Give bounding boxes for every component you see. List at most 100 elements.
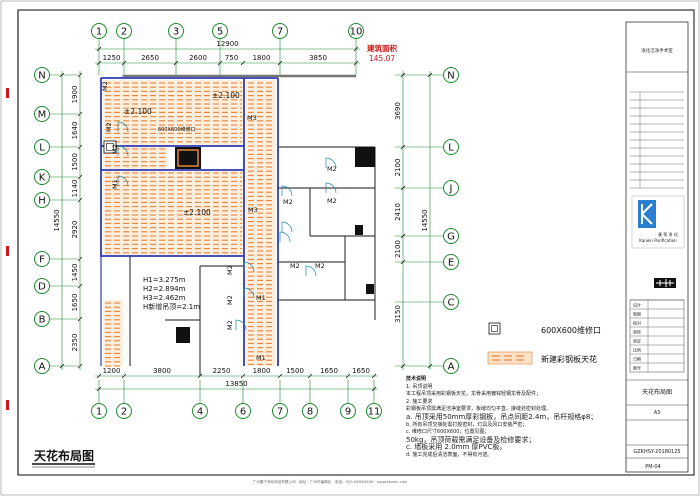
dimension-label: 3150 xyxy=(394,305,402,323)
notes-line: 50kg，吊顶荷载需满足设备及检修要求； xyxy=(406,435,536,444)
title-block-row-label: 设计 xyxy=(633,302,641,308)
door-tag-m2: M2 xyxy=(327,165,337,173)
grid-bottom-1: 1 xyxy=(91,403,107,419)
grid-left-F: F xyxy=(34,251,50,267)
grid-bottom-4-label: 4 xyxy=(197,407,203,418)
dimension-label: 3850 xyxy=(309,54,327,62)
title-block-row-label: 制图 xyxy=(633,311,641,317)
grid-right-G: G xyxy=(443,228,459,244)
legend: 600X600维修口 新建彩钢板天花 xyxy=(487,322,601,365)
door-tag-m1: M1 xyxy=(111,179,119,189)
grid-left-D: D xyxy=(34,278,50,294)
steel-ceiling-icon xyxy=(487,351,533,365)
legend-steel-label: 新建彩钢板天花 xyxy=(541,354,597,364)
ceiling-level-3: ±2.100 xyxy=(183,208,211,217)
dimension-label: 2100 xyxy=(394,240,402,258)
door-tag-m2: M2 xyxy=(226,265,234,275)
dimension-label: 2100 xyxy=(394,159,402,177)
title-block-company: 净化洁净手术室 xyxy=(641,47,673,54)
grid-top-2-label: 2 xyxy=(121,27,127,38)
grid-left-N: N xyxy=(34,67,50,83)
dimension-label: 1650 xyxy=(352,367,370,375)
ceiling-level-1: ±2.100 xyxy=(212,91,240,100)
ceiling-level-2: ±2.100 xyxy=(124,107,152,116)
grid-top-1-label: 1 xyxy=(96,27,102,38)
seal-stamp xyxy=(654,278,676,288)
dimension-label: 1800 xyxy=(253,367,271,375)
door-tag-m2: M2 xyxy=(283,198,293,206)
door-tag-m2: M2 xyxy=(290,262,300,270)
walls xyxy=(100,74,376,376)
title-block-row-label: 比例 xyxy=(633,347,641,353)
door-tag-m2: M2 xyxy=(111,144,119,154)
door-tag-m2: M2 xyxy=(105,122,113,132)
height-h3: H3=2.462m xyxy=(143,294,186,302)
grid-left-D-label: D xyxy=(38,282,46,293)
grid-left-H: H xyxy=(34,192,50,208)
door-tag-m2: M2 xyxy=(226,320,234,330)
dimension-label: 3800 xyxy=(153,367,171,375)
door-tag-m2: M2 xyxy=(315,262,325,270)
footer-text: 广州康宁净化科技有限公司 · 地址：广州市番禺区 · 电话：020-XXXXXX… xyxy=(253,479,408,484)
door-tag-m1: M1 xyxy=(256,294,266,302)
grid-right-L-label: L xyxy=(448,143,454,154)
dimension-label: 1650 xyxy=(320,367,338,375)
door-tag-m3: M3 xyxy=(247,114,257,122)
dimension-label: 14550 xyxy=(421,209,429,231)
dimension-label: 1450 xyxy=(71,264,79,282)
dimension-label: 1250 xyxy=(103,54,121,62)
notes-line: c. 维修口尺寸600X600，位置见图； xyxy=(406,429,490,436)
grid-bottom-7: 7 xyxy=(272,403,288,419)
grid-top-1: 1 xyxy=(91,23,107,39)
grid-bottom-11: 11 xyxy=(366,403,382,419)
height-h2: H2=2.894m xyxy=(143,285,186,293)
grid-right-C-label: C xyxy=(448,298,455,309)
dimension-label: 1900 xyxy=(71,86,79,104)
grid-left-M-label: M xyxy=(38,110,47,121)
logo-cn-text: 康 蒂 净 化 xyxy=(658,231,678,237)
height-notes: H1=3.275m H2=2.894m H3=2.462m H新增吊顶=2.1m xyxy=(143,276,200,311)
notes-line: 彩钢板吊顶需满足洁净室要求，板缝均匀平直，接缝处密封处理。 xyxy=(406,406,552,413)
grid-left-H-label: H xyxy=(38,196,46,207)
height-h1: H1=3.275m xyxy=(143,276,186,284)
dimension-label: 12900 xyxy=(216,40,238,48)
title-block-row-label: 日期 xyxy=(633,356,641,362)
grid-top-5-label: 5 xyxy=(217,27,223,38)
notes-line: a. 吊顶采用50mm厚彩钢板，吊点间距2.4m，吊杆规格φ8； xyxy=(406,412,598,421)
grid-left-N-label: N xyxy=(38,71,45,82)
binding-marks xyxy=(6,88,9,410)
grid-bottom-4: 4 xyxy=(192,403,208,419)
grid-right-E: E xyxy=(443,254,459,270)
dimension-label: 1200 xyxy=(103,367,121,375)
grid-left-A-label: A xyxy=(39,362,46,373)
dimension-label: 1640 xyxy=(71,122,79,140)
title-block: 净化洁净手术室 康 蒂 净 化 Kanein Purification 设计制图… xyxy=(625,21,689,473)
dimension-label: 1140 xyxy=(71,180,79,198)
scale-value: A3 xyxy=(654,410,661,416)
dimension-label: 3690 xyxy=(394,102,402,120)
dimension-label: 2410 xyxy=(394,203,402,221)
dimension-label: 2650 xyxy=(141,54,159,62)
grid-right-A-label: A xyxy=(448,362,455,373)
height-new-ceiling: H新增吊顶=2.1m xyxy=(143,302,200,311)
logo-en-text: Kanein Purification xyxy=(639,238,677,243)
drawing-title: 天花布局图 xyxy=(34,448,94,463)
grid-top-5: 5 xyxy=(212,23,228,39)
title-block-row-label: 审定 xyxy=(633,338,641,344)
grid-right-J: J xyxy=(443,180,459,196)
grid-left-L-label: L xyxy=(39,143,45,154)
grid-bottom-6: 6 xyxy=(235,403,251,419)
grid-left-B: B xyxy=(34,311,50,327)
grid-top-7: 7 xyxy=(272,23,288,39)
access-hatch-icon xyxy=(488,322,501,335)
grid-right-E-label: E xyxy=(448,258,454,269)
notes-line: 1. 吊顶说明 xyxy=(406,383,433,390)
grid-right-J-label: J xyxy=(449,184,453,195)
grid-bottom-11-label: 11 xyxy=(368,407,381,418)
grid-left-K: K xyxy=(34,169,50,185)
area-value: 145.07 xyxy=(369,54,395,63)
grid-bottom-7-label: 7 xyxy=(277,407,283,418)
